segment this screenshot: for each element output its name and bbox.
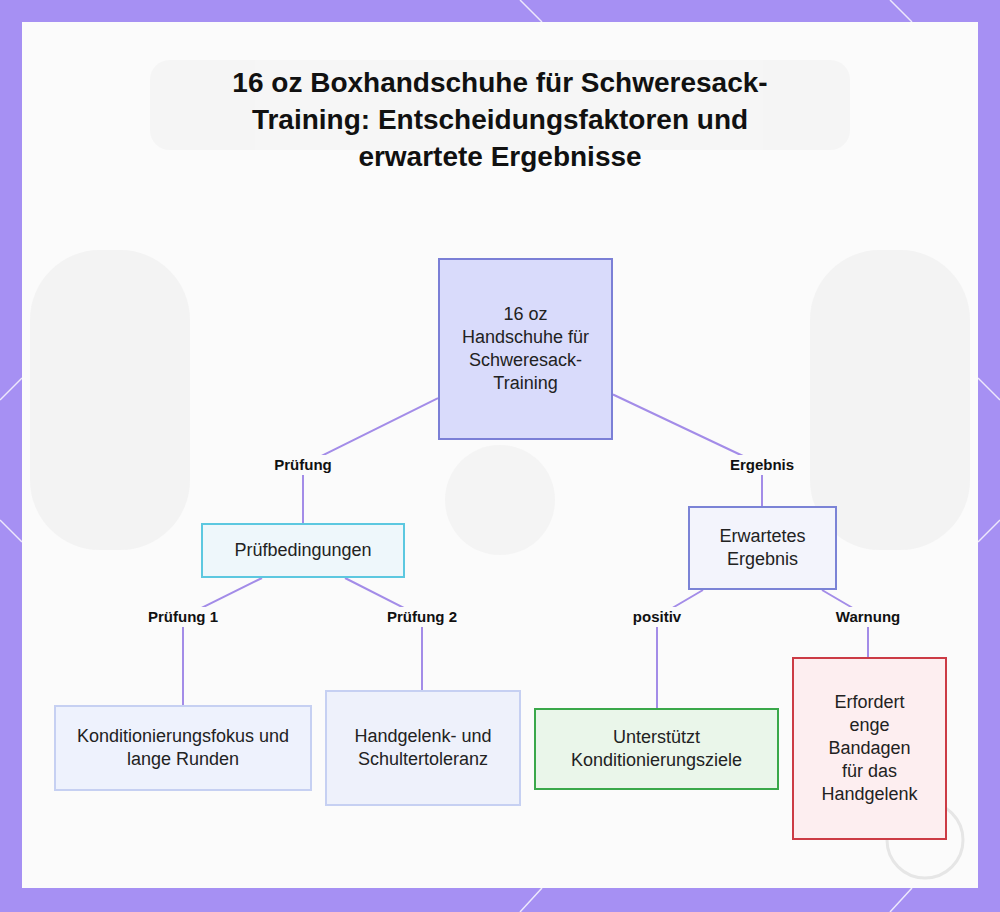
positive-result-box: Unterstützt Konditionierungsziele bbox=[534, 708, 779, 790]
edge-label: Prüfung 1 bbox=[145, 607, 221, 627]
diagram-title: 16 oz Boxhandschuhe für Schweresack-Trai… bbox=[215, 64, 785, 175]
edge-label: positiv bbox=[630, 607, 684, 627]
node-label: Unterstützt Konditionierungsziele bbox=[548, 726, 765, 772]
connector bbox=[345, 578, 422, 690]
criterion-box: Konditionierungsfokus und lange Runden bbox=[54, 705, 312, 791]
node-label: Konditionierungsfokus und lange Runden bbox=[68, 725, 298, 771]
blurred-gloves bbox=[30, 60, 970, 555]
node-label: Handgelenk- und Schultertoleranz bbox=[343, 725, 503, 771]
criterion-box: Handgelenk- und Schultertoleranz bbox=[325, 690, 521, 806]
node-label: Erfordert enge Bandagen für das Handgele… bbox=[818, 691, 921, 806]
connector bbox=[613, 395, 762, 507]
inner-panel bbox=[22, 22, 978, 888]
node-label: 16 oz Handschuhe für Schweresack-Trainin… bbox=[458, 303, 593, 395]
edge-label: Ergebnis bbox=[727, 455, 797, 475]
warning-box: Erfordert enge Bandagen für das Handgele… bbox=[792, 657, 947, 840]
edge-label: Warnung bbox=[833, 607, 903, 627]
connector bbox=[183, 578, 262, 705]
category-box: Prüfbedingungen bbox=[201, 523, 405, 578]
node-label: Erwartetes Ergebnis bbox=[700, 525, 825, 571]
edge-label: Prüfung 2 bbox=[384, 607, 460, 627]
root-box: 16 oz Handschuhe für Schweresack-Trainin… bbox=[438, 258, 613, 440]
category-box: Erwartetes Ergebnis bbox=[688, 506, 837, 590]
node-label: Prüfbedingungen bbox=[234, 539, 371, 562]
edge-label: Prüfung bbox=[271, 455, 335, 475]
